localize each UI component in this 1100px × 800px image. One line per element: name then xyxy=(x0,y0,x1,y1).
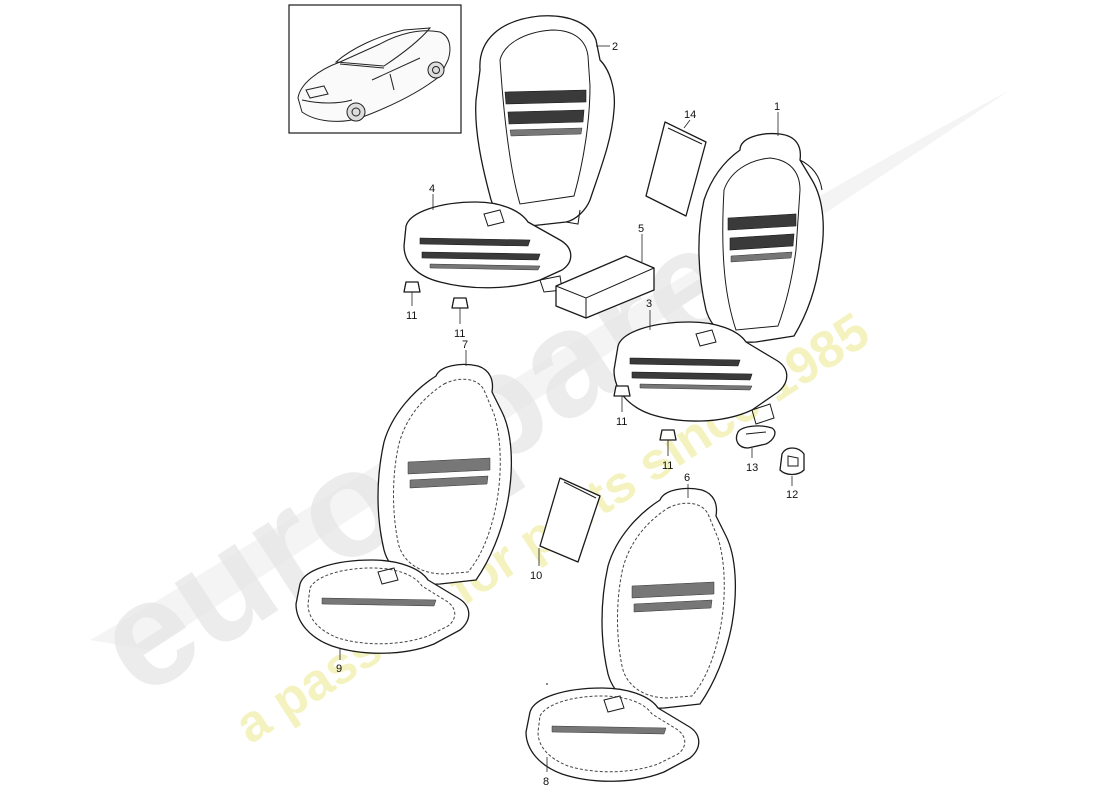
part-3-seat-cushion[interactable] xyxy=(613,321,788,425)
callout-label-9[interactable]: 9 xyxy=(336,663,342,675)
callout-label-13[interactable]: 13 xyxy=(746,462,758,474)
part-9-seat-cushion-stitched[interactable] xyxy=(295,559,470,654)
part-11-clip-c[interactable] xyxy=(613,385,631,397)
stray-dot xyxy=(546,683,548,685)
part-11-clip-d[interactable] xyxy=(659,429,677,441)
part-11-clip-a[interactable] xyxy=(403,281,421,293)
callout-label-5[interactable]: 5 xyxy=(638,223,644,235)
car-thumbnail-icon xyxy=(297,27,451,122)
callout-label-11-c[interactable]: 11 xyxy=(616,416,627,428)
callout-label-11-a[interactable]: 11 xyxy=(406,310,417,322)
callout-label-1[interactable]: 1 xyxy=(774,101,780,113)
callout-label-3[interactable]: 3 xyxy=(646,298,652,310)
part-10-panel[interactable] xyxy=(539,477,601,563)
part-14-panel[interactable] xyxy=(645,121,707,217)
callout-label-14[interactable]: 14 xyxy=(684,109,696,121)
part-8-seat-cushion-stitched[interactable] xyxy=(525,687,700,782)
callout-label-2[interactable]: 2 xyxy=(612,41,618,53)
callout-label-10[interactable]: 10 xyxy=(530,570,542,582)
part-1-backrest[interactable] xyxy=(698,132,824,343)
part-6-backrest-stitched[interactable] xyxy=(601,487,737,709)
leader-lines xyxy=(339,45,793,772)
callout-label-4[interactable]: 4 xyxy=(429,183,435,195)
callout-label-8[interactable]: 8 xyxy=(543,776,549,788)
callout-label-12[interactable]: 12 xyxy=(786,489,798,501)
part-4-seat-cushion[interactable] xyxy=(403,201,572,293)
callout-label-7[interactable]: 7 xyxy=(462,339,468,351)
vehicle-thumbnail xyxy=(288,4,462,134)
part-7-backrest-stitched[interactable] xyxy=(377,363,513,585)
part-11-clip-b[interactable] xyxy=(451,297,469,309)
part-2-backrest-frame[interactable] xyxy=(475,15,616,227)
part-13-trim[interactable] xyxy=(735,425,776,449)
callout-label-11-b[interactable]: 11 xyxy=(454,328,465,340)
part-12-cap[interactable] xyxy=(779,447,805,476)
callout-labels: 1 2 3 4 5 6 7 8 9 10 11 11 11 11 12 13 1… xyxy=(336,41,798,788)
callout-label-6[interactable]: 6 xyxy=(684,472,690,484)
callout-label-11-d[interactable]: 11 xyxy=(662,460,673,472)
part-5-pad[interactable] xyxy=(555,255,655,319)
